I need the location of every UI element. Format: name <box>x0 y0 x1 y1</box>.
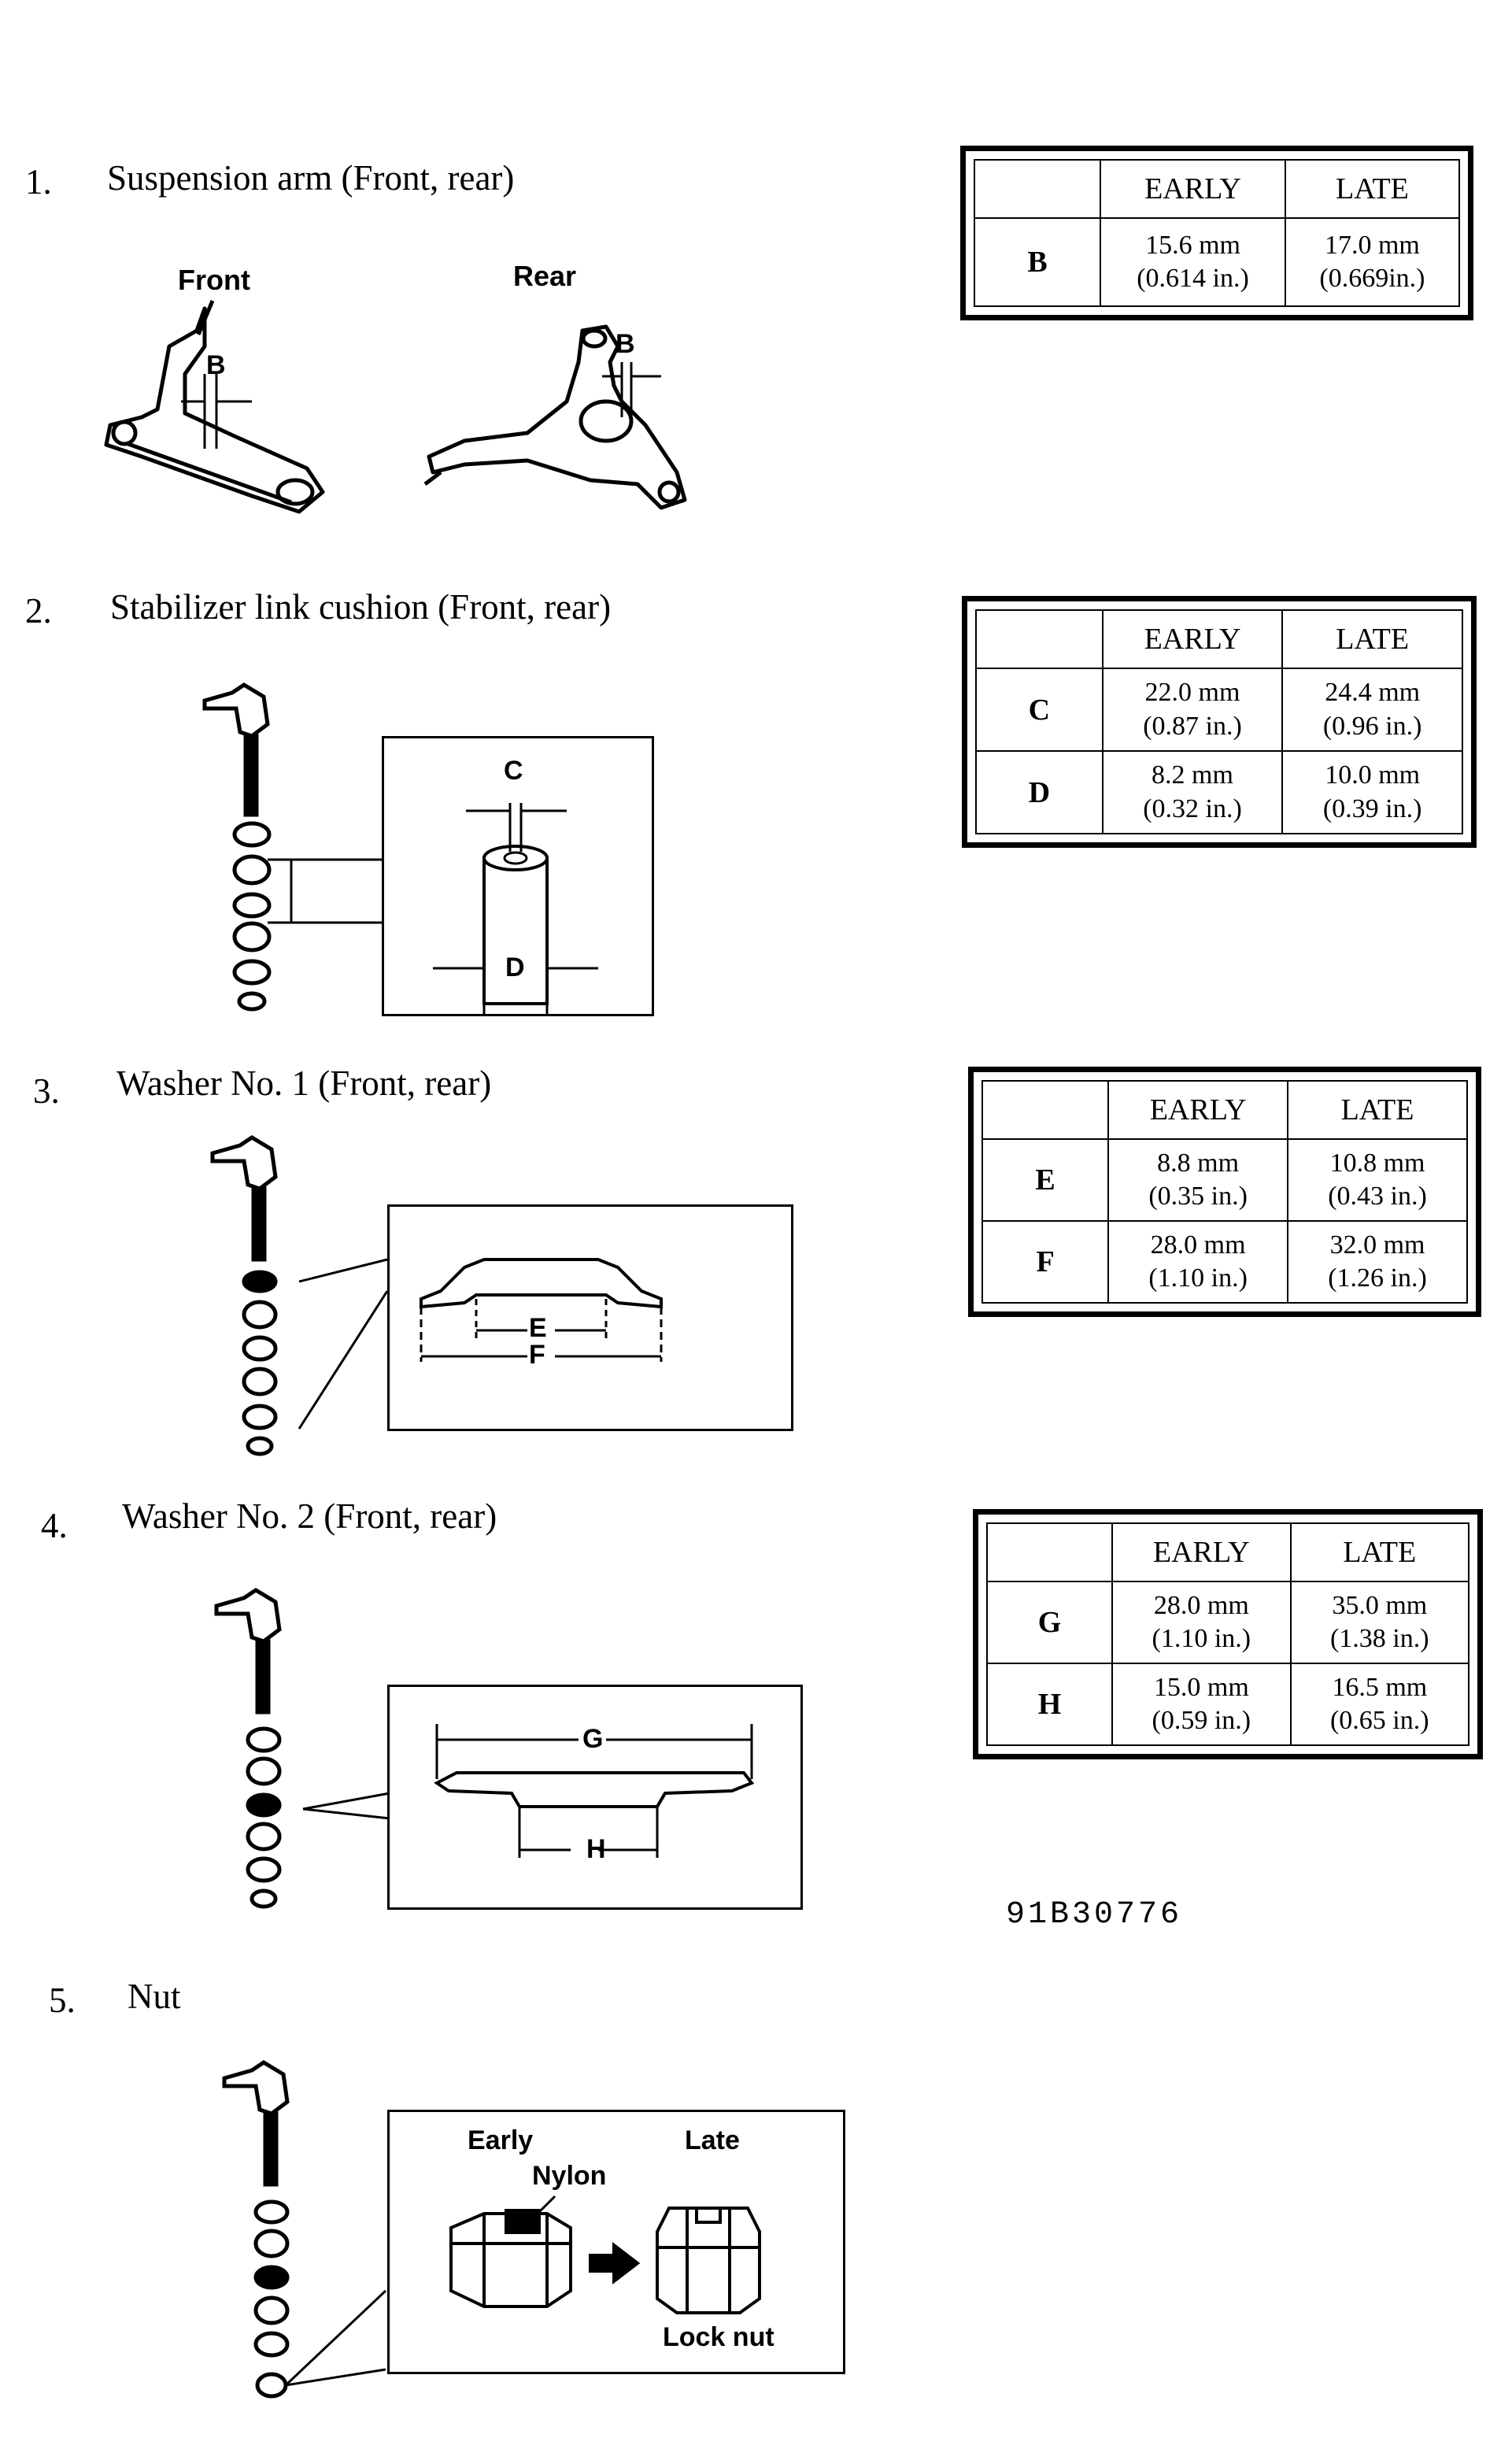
table-row: E 8.8 mm(0.35 in.) 10.8 mm(0.43 in.) <box>981 1138 1468 1222</box>
section-5-title: Nut <box>128 1977 181 2016</box>
front-suspension-arm-figure <box>104 300 325 514</box>
section-3-title: Washer No. 1 (Front, rear) <box>116 1064 492 1103</box>
figure-code: 91B30776 <box>1006 1897 1183 1933</box>
spec-table-3: EARLY LATE E 8.8 mm(0.35 in.) 10.8 mm(0.… <box>968 1067 1481 1317</box>
header-late: LATE <box>1289 1522 1470 1582</box>
table-row: F 28.0 mm(1.10 in.) 32.0 mm(1.26 in.) <box>981 1220 1468 1304</box>
washer1-detail-frame <box>387 1204 793 1431</box>
section-2-number: 2. <box>25 591 52 631</box>
rear-dim-label: B <box>616 329 635 359</box>
table-row: C 22.0 mm(0.87 in.) 24.4 mm(0.96 in.) <box>975 668 1463 752</box>
dim-h-label: H <box>586 1834 606 1864</box>
washer2-stack-figure <box>214 1588 282 1909</box>
nut-late-label: Late <box>685 2125 740 2155</box>
nut-nylon-label: Nylon <box>532 2161 607 2191</box>
section-4-title: Washer No. 2 (Front, rear) <box>122 1496 497 1536</box>
header-early: EARLY <box>1101 609 1284 669</box>
spec-table-1: EARLY LATE B 15.6 mm(0.614 in.) 17.0 mm(… <box>960 146 1473 320</box>
header-early: EARLY <box>1107 1080 1289 1140</box>
rear-label: Rear <box>513 260 577 292</box>
nut-early-label: Early <box>468 2125 534 2155</box>
dim-g-label: G <box>582 1724 604 1754</box>
front-dim-label: B <box>206 350 226 380</box>
washer2-detail-figure <box>302 1724 755 1858</box>
table-row: B 15.6 mm(0.614 in.) 17.0 mm(0.669in.) <box>973 217 1461 307</box>
spec-table-2: EARLY LATE C 22.0 mm(0.87 in.) 24.4 mm(0… <box>962 596 1477 848</box>
header-early: EARLY <box>1100 159 1286 219</box>
header-late: LATE <box>1287 1080 1468 1140</box>
section-2-title: Stabilizer link cushion (Front, rear) <box>110 587 612 627</box>
header-late: LATE <box>1281 609 1463 669</box>
section-1-number: 1. <box>25 162 52 202</box>
spec-table-4: EARLY LATE G 28.0 mm(1.10 in.) 35.0 mm(1… <box>973 1509 1483 1759</box>
nut-lock-nut-label: Lock nut <box>663 2322 774 2352</box>
dim-d-label: D <box>505 953 525 982</box>
section-1-title: Suspension arm (Front, rear) <box>107 158 515 198</box>
section-4-number: 4. <box>41 1506 68 1545</box>
table-row: G 28.0 mm(1.10 in.) 35.0 mm(1.38 in.) <box>985 1581 1470 1664</box>
header-late: LATE <box>1284 159 1461 219</box>
table-row: H 15.0 mm(0.59 in.) 16.5 mm(0.65 in.) <box>985 1663 1470 1746</box>
cushion-detail-figure <box>268 803 598 1015</box>
header-early: EARLY <box>1111 1522 1292 1582</box>
rear-suspension-arm-figure <box>423 324 687 510</box>
section-3-number: 3. <box>33 1071 60 1111</box>
washer1-stack-figure <box>210 1135 278 1456</box>
section-5-number: 5. <box>49 1981 76 2020</box>
dim-f-label: F <box>529 1340 545 1370</box>
table-row: D 8.2 mm(0.32 in.) 10.0 mm(0.39 in.) <box>975 750 1463 834</box>
nut-stack-figure <box>222 2060 387 2399</box>
washer1-detail-figure <box>298 1258 663 1430</box>
dim-c-label: C <box>504 756 523 786</box>
nut-detail-figure <box>449 2195 761 2314</box>
stabilizer-link-stack-figure <box>202 683 272 1012</box>
dim-e-label: E <box>529 1313 547 1343</box>
front-label: Front <box>178 264 250 296</box>
